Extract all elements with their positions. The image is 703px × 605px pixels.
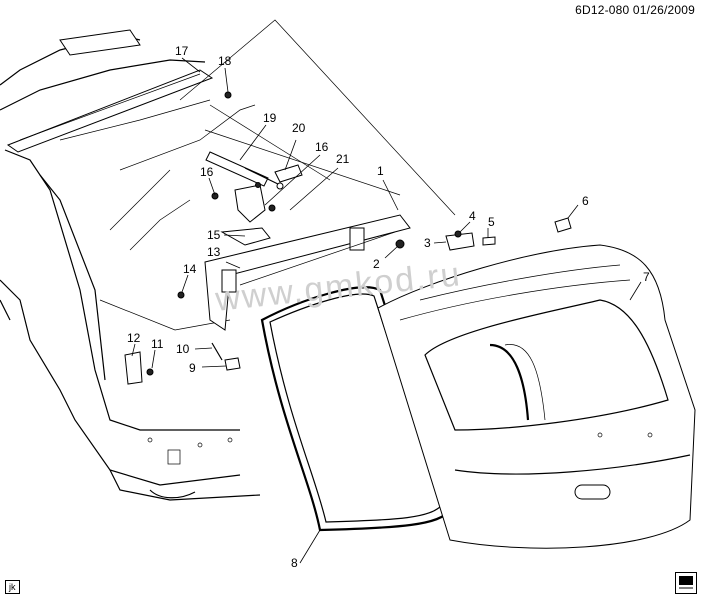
callout-6: 6 xyxy=(582,194,589,208)
callout-3: 3 xyxy=(424,236,431,250)
leader-lines xyxy=(131,57,642,564)
callout-12: 12 xyxy=(127,331,141,345)
callout-19: 19 xyxy=(263,111,277,125)
small-parts-9-14 xyxy=(124,342,241,385)
callout-8: 8 xyxy=(291,556,298,570)
gm-parts-logo-icon xyxy=(675,572,697,594)
callout-13: 13 xyxy=(207,245,221,259)
liftgate-part-7 xyxy=(377,244,696,549)
callout-9: 9 xyxy=(189,361,196,375)
diagram-code-date: 6D12-080 01/26/2009 xyxy=(575,3,695,17)
roof-rail-part-17 xyxy=(6,29,214,153)
callout-4: 4 xyxy=(469,209,476,223)
vehicle-body xyxy=(0,34,261,501)
callout-20: 20 xyxy=(292,121,306,135)
callout-15: 15 xyxy=(207,228,221,242)
callout-5: 5 xyxy=(488,215,495,229)
callout-17: 17 xyxy=(175,44,189,58)
corner-tag-jk: jk xyxy=(5,580,20,594)
callout-21: 21 xyxy=(336,152,350,166)
gas-strut-part-19 xyxy=(205,151,284,190)
callout-7: 7 xyxy=(643,270,650,284)
callout-16-right: 16 xyxy=(315,140,329,154)
callout-16-left: 16 xyxy=(200,165,214,179)
callout-11: 11 xyxy=(151,337,164,351)
callout-2: 2 xyxy=(373,257,380,271)
callout-10: 10 xyxy=(176,342,190,356)
callout-14: 14 xyxy=(183,262,197,276)
weatherstrip-part-8 xyxy=(260,286,452,532)
rear-window-opening xyxy=(179,19,456,216)
trim-panel-part-13 xyxy=(177,214,411,331)
callout-1: 1 xyxy=(377,164,384,178)
callout-18: 18 xyxy=(218,54,232,68)
hardware-parts-3-6 xyxy=(445,217,572,251)
hinge-assembly xyxy=(211,91,303,246)
